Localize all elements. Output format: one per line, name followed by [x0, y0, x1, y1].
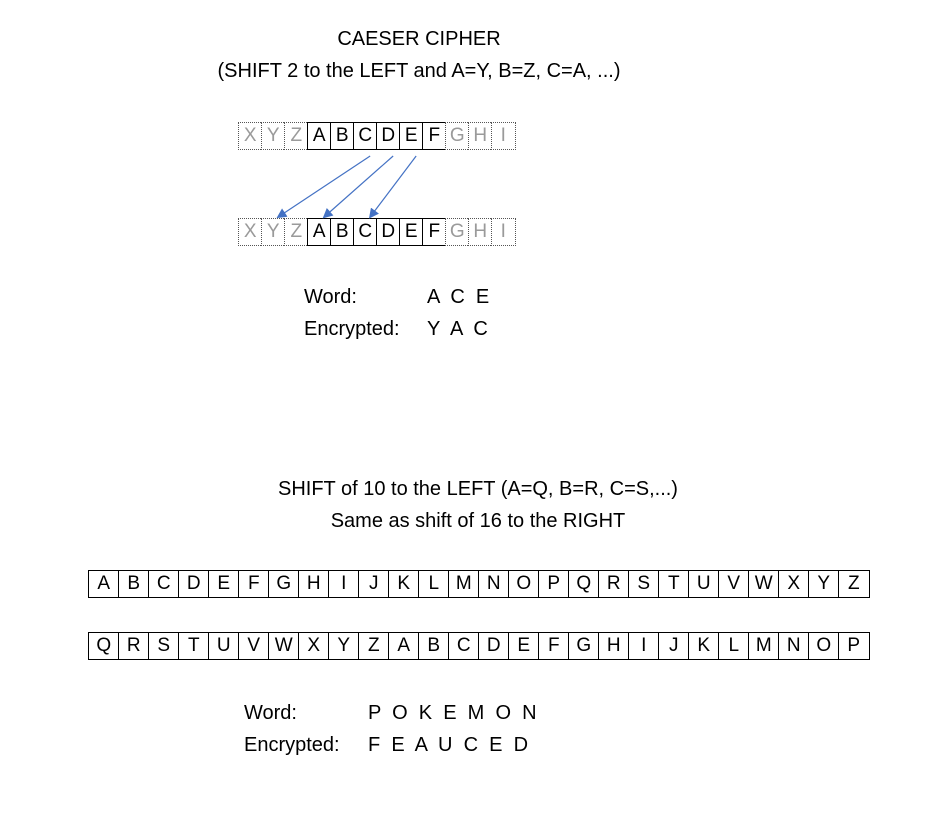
cipher-full-letter-o: O — [808, 632, 840, 660]
plain-full-letter-b: B — [118, 570, 150, 598]
plain-full-letter-y: Y — [808, 570, 840, 598]
cipher-full-letter-s: S — [148, 632, 180, 660]
cipher-short-letter-f: F — [422, 218, 447, 246]
plain-short-letter-a: A — [307, 122, 332, 150]
cipher-short-letter-x: X — [238, 218, 263, 246]
shift10-title: SHIFT of 10 to the LEFT (A=Q, B=R, C=S,.… — [278, 478, 678, 500]
cipher-full-letter-n: N — [778, 632, 810, 660]
plain-full-letter-h: H — [298, 570, 330, 598]
plain-full-letter-e: E — [208, 570, 240, 598]
encrypted-label: Encrypted: — [304, 318, 400, 340]
encrypted-label-2: Encrypted: — [244, 734, 340, 756]
cipher-full-letter-q: Q — [88, 632, 120, 660]
caesar-title: CAESER CIPHER — [337, 28, 501, 50]
cipher-short-letter-c: C — [353, 218, 378, 246]
cipher-full-letter-t: T — [178, 632, 210, 660]
plain-full-letter-m: M — [448, 570, 480, 598]
plain-short-letter-x: X — [238, 122, 263, 150]
cipher-full-letter-c: C — [448, 632, 480, 660]
plain-full-letter-x: X — [778, 570, 810, 598]
caesar-subtitle: (SHIFT 2 to the LEFT and A=Y, B=Z, C=A, … — [217, 60, 621, 82]
plain-full-letter-n: N — [478, 570, 510, 598]
cipher-full-letter-b: B — [418, 632, 450, 660]
plain-full-letter-i: I — [328, 570, 360, 598]
cipher-short-letter-g: G — [445, 218, 470, 246]
word-label-2: Word: — [244, 702, 297, 724]
encrypted-value-2: F E A U C E D — [368, 734, 529, 756]
cipher-short-letter-b: B — [330, 218, 355, 246]
plain-full-letter-q: Q — [568, 570, 600, 598]
cipher-short-letter-z: Z — [284, 218, 309, 246]
cipher-full-letter-f: F — [538, 632, 570, 660]
plain-short-letter-i: I — [491, 122, 516, 150]
plain-full-letter-p: P — [538, 570, 570, 598]
cipher-full-letter-w: W — [268, 632, 300, 660]
plain-short-letter-y: Y — [261, 122, 286, 150]
plain-short-letter-z: Z — [284, 122, 309, 150]
plain-full-letter-g: G — [268, 570, 300, 598]
plain-full-letter-l: L — [418, 570, 450, 598]
plain-short-letter-h: H — [468, 122, 493, 150]
arrow-d-to-a — [322, 155, 394, 219]
plain-full-letter-v: V — [718, 570, 750, 598]
cipher-full-letter-z: Z — [358, 632, 390, 660]
cipher-full-letter-r: R — [118, 632, 150, 660]
cipher-full-letter-k: K — [688, 632, 720, 660]
plain-short-letter-g: G — [445, 122, 470, 150]
cipher-full-letter-v: V — [238, 632, 270, 660]
cipher-full-letter-h: H — [598, 632, 630, 660]
plain-short-letter-e: E — [399, 122, 424, 150]
plain-full-letter-a: A — [88, 570, 120, 598]
plain-full-letter-f: F — [238, 570, 270, 598]
plain-full-letter-r: R — [598, 570, 630, 598]
cipher-short-letter-h: H — [468, 218, 493, 246]
word-value-2: P O K E M O N — [368, 702, 537, 724]
cipher-short-letter-y: Y — [261, 218, 286, 246]
plain-short-letter-f: F — [422, 122, 447, 150]
plain-full-letter-z: Z — [838, 570, 870, 598]
cipher-full-letter-a: A — [388, 632, 420, 660]
plain-short-letter-c: C — [353, 122, 378, 150]
cipher-short-letter-a: A — [307, 218, 332, 246]
encrypted-value: Y A C — [427, 318, 488, 340]
cipher-full-letter-p: P — [838, 632, 870, 660]
plain-full-letter-d: D — [178, 570, 210, 598]
plain-full-letter-o: O — [508, 570, 540, 598]
cipher-short-letter-e: E — [399, 218, 424, 246]
cipher-full-letter-e: E — [508, 632, 540, 660]
cipher-full-letter-u: U — [208, 632, 240, 660]
plain-full-letter-j: J — [358, 570, 390, 598]
arrow-e-to-c — [368, 155, 417, 219]
plain-full-letter-c: C — [148, 570, 180, 598]
cipher-full-letter-l: L — [718, 632, 750, 660]
cipher-full-letter-d: D — [478, 632, 510, 660]
cipher-full-letter-x: X — [298, 632, 330, 660]
cipher-full-letter-i: I — [628, 632, 660, 660]
word-value: A C E — [427, 286, 490, 308]
plain-full-letter-s: S — [628, 570, 660, 598]
plain-full-letter-t: T — [658, 570, 690, 598]
cipher-short-letter-i: I — [491, 218, 516, 246]
cipher-full-letter-y: Y — [328, 632, 360, 660]
plain-full-letter-k: K — [388, 570, 420, 598]
plain-full-letter-w: W — [748, 570, 780, 598]
arrow-c-to-y — [276, 155, 371, 219]
plain-short-letter-d: D — [376, 122, 401, 150]
cipher-full-letter-g: G — [568, 632, 600, 660]
cipher-full-letter-j: J — [658, 632, 690, 660]
cipher-short-letter-d: D — [376, 218, 401, 246]
word-label: Word: — [304, 286, 357, 308]
cipher-full-letter-m: M — [748, 632, 780, 660]
plain-full-letter-u: U — [688, 570, 720, 598]
shift10-subtitle: Same as shift of 16 to the RIGHT — [330, 510, 626, 532]
plain-short-letter-b: B — [330, 122, 355, 150]
